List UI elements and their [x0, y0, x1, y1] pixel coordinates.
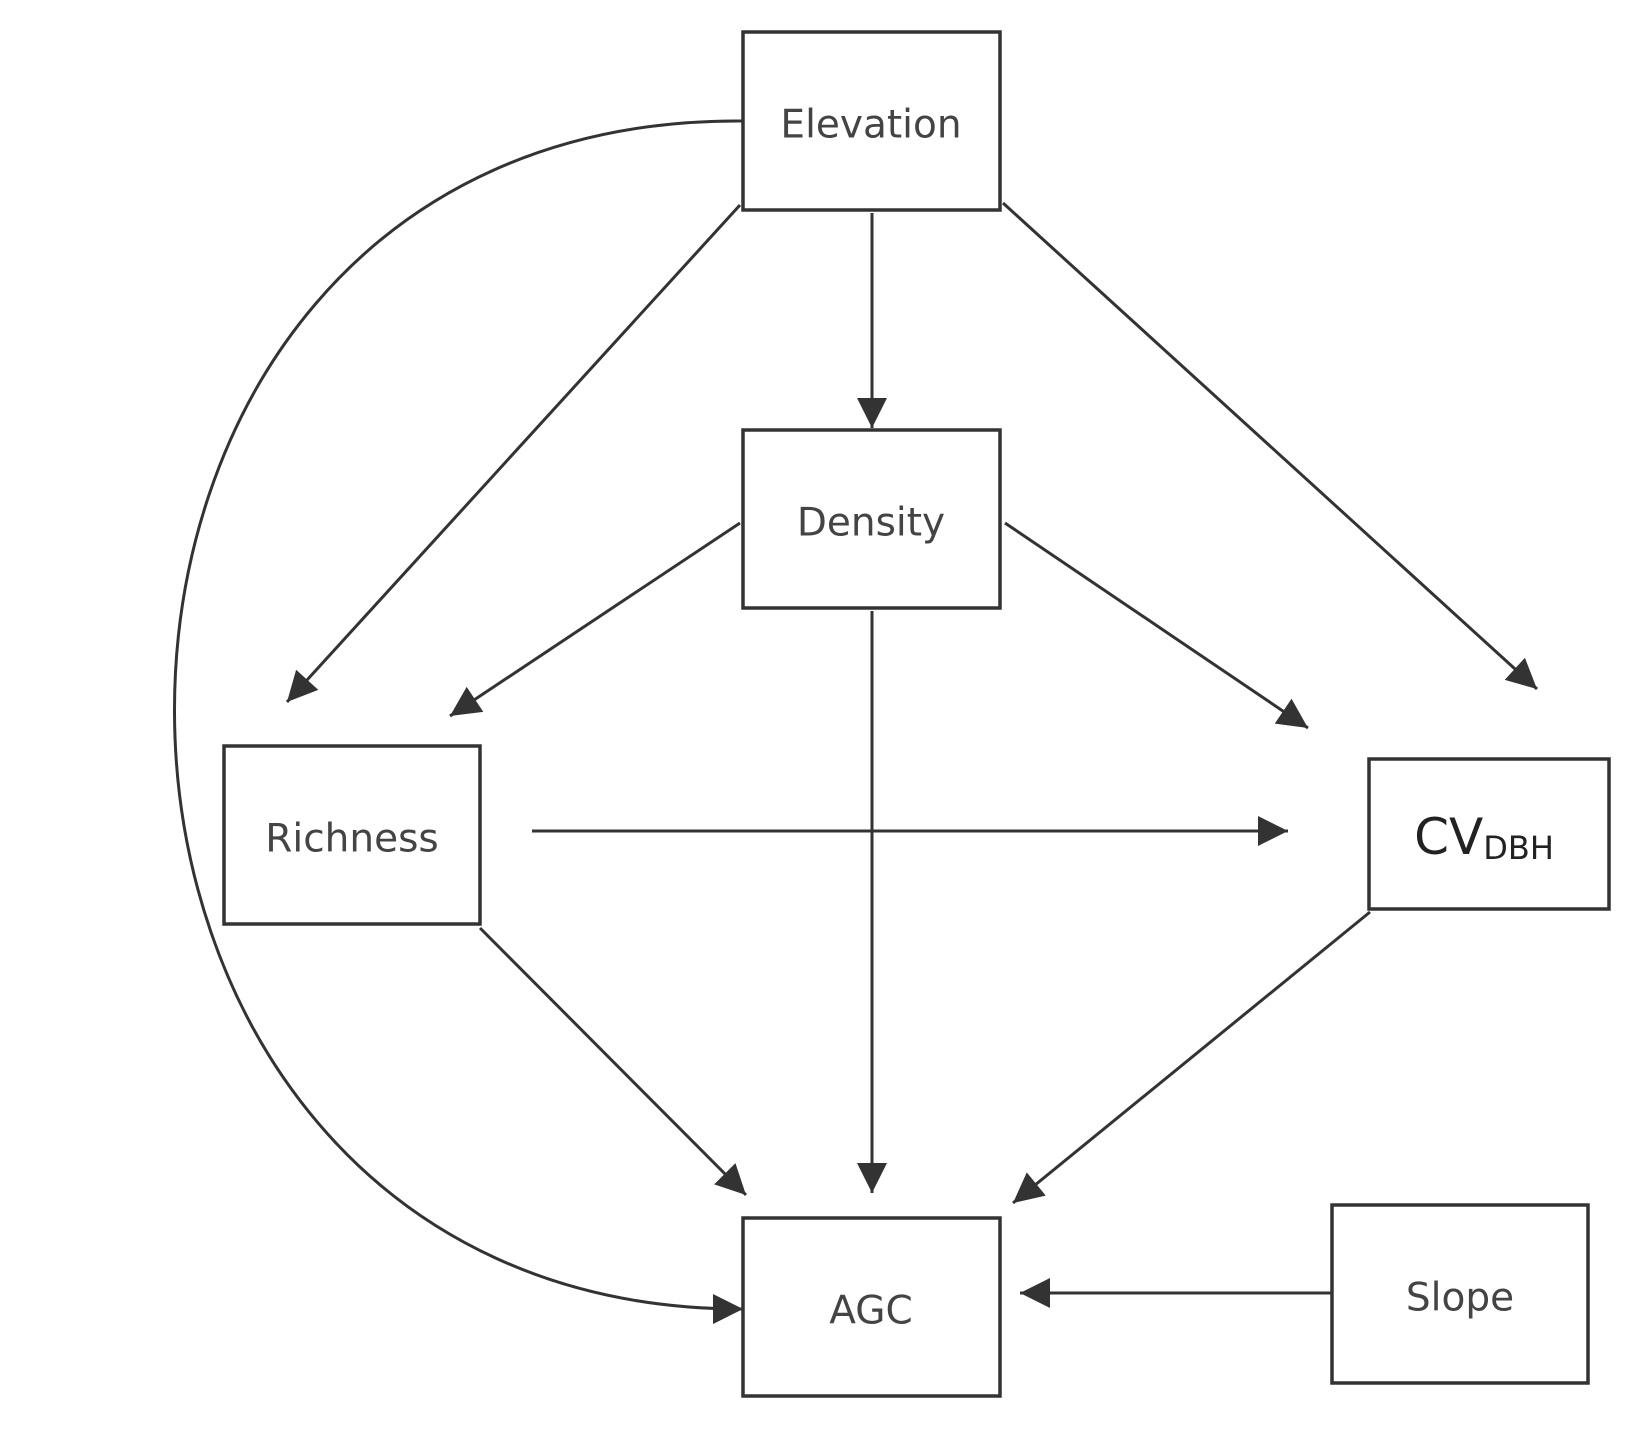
edge-elevation-cvdbh [1001, 201, 1539, 691]
edge-richness-agc [478, 926, 748, 1197]
node-label: AGC [829, 1289, 912, 1334]
node-label: Slope [1406, 1276, 1514, 1321]
edge-elevation-agc [173, 119, 744, 1324]
node-box [1367, 757, 1611, 911]
node-slope: Slope [1330, 1203, 1590, 1385]
node-box [741, 1216, 1002, 1398]
node-box [222, 744, 482, 926]
edge-elevation-richness [285, 203, 742, 704]
edge-density-cvdbh [1004, 521, 1309, 730]
node-label-subscript: DBH [1483, 829, 1554, 867]
node-density: Density [741, 428, 1002, 610]
node-label-main: CV [1414, 808, 1483, 866]
node-richness: Richness [222, 744, 482, 926]
edge-cvdbh-agc [1012, 910, 1371, 1205]
edges [173, 119, 1539, 1324]
edge-density-richness [449, 521, 741, 718]
node-elevation: Elevation [741, 30, 1002, 212]
node-label: Elevation [780, 103, 961, 148]
node-cv-dbh: CVDBH [1367, 757, 1611, 911]
node-box [741, 30, 1002, 212]
node-label: Richness [265, 817, 438, 862]
node-label: Density [797, 501, 945, 546]
node-agc: AGC [741, 1216, 1002, 1398]
node-box [1330, 1203, 1590, 1385]
node-label: CVDBH [1414, 808, 1554, 868]
node-box [741, 428, 1002, 610]
